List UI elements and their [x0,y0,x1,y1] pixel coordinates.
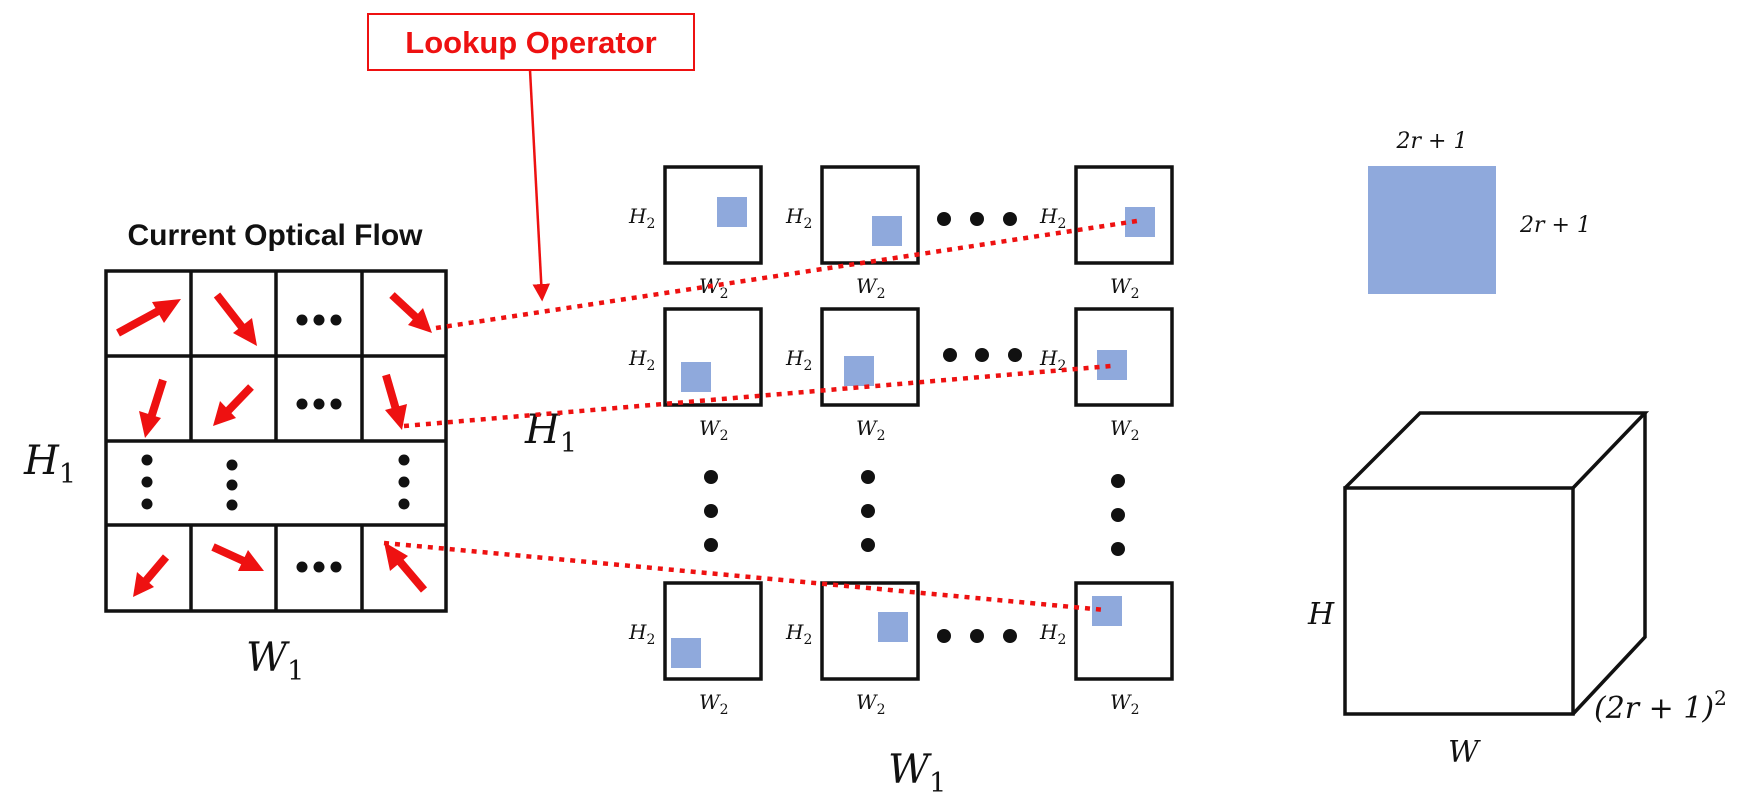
svg-text:H2: H2 [785,346,812,374]
volume-height-label: H [1307,597,1335,632]
optical-flow-grid: Current Optical Flow [23,219,448,687]
svg-text:H2: H2 [628,346,655,374]
svg-text:H2: H2 [1039,346,1066,374]
correlation-cell: H2 W2 [785,581,920,718]
svg-text:W2: W2 [1110,690,1139,718]
svg-text:H2: H2 [785,620,812,648]
lookup-connectors [383,218,1138,613]
lookup-patch [1125,207,1155,237]
patch-side-label: 2r + 1 [1519,213,1591,238]
flow-width-label: W1 [246,635,304,687]
patch-square [1368,166,1496,294]
lookup-patch [717,197,747,227]
flow-arrow-icon [116,299,181,337]
flow-arrow-icon [139,378,167,438]
correlation-ellipsis-dots [704,212,1125,643]
correlation-cell: H2 W2 [628,307,763,444]
flow-arrow-icon [211,543,264,571]
correlation-cell: H2 W2 [785,307,920,444]
correlation-width-label: W1 [888,747,946,799]
correlation-grid: H2 W2 H2 W2 H2 W2 H2 W2 H2 W2 [524,165,1174,799]
correlation-height-label: H1 [524,407,577,459]
svg-text:W2: W2 [699,274,728,302]
svg-text:W2: W2 [1110,416,1139,444]
svg-text:W2: W2 [699,690,728,718]
lookup-connector-line [383,540,1106,613]
patch-top-label: 2r + 1 [1396,129,1468,154]
lookup-patch [671,638,701,668]
lookup-patch [1097,350,1127,380]
correlation-cell: H2 W2 [628,581,763,718]
optical-flow-title: Current Optical Flow [127,219,423,252]
svg-text:H2: H2 [628,620,655,648]
correlation-cell: H2 W2 [1039,581,1174,718]
svg-text:W2: W2 [856,274,885,302]
svg-text:W2: W2 [1110,274,1139,302]
lookup-operator-label: Lookup Operator [367,13,695,71]
correlation-cell: H2 W2 [1039,307,1174,444]
lookup-patch [844,356,874,386]
correlation-volume-cube [1343,411,1650,716]
correlation-cell: H2 W2 [785,165,920,302]
flow-arrow-icon [213,384,254,426]
lookup-operator-box [367,13,695,71]
lookup-patch [878,612,908,642]
flow-arrow-icon [382,373,407,430]
lookup-operator-text: Lookup Operator [405,25,656,60]
svg-text:H2: H2 [785,204,812,232]
flow-height-label: H1 [23,438,76,490]
svg-text:W2: W2 [856,416,885,444]
lookup-pointer-arrow [528,69,551,302]
volume-width-label: W [1448,735,1481,770]
lookup-patch [681,362,711,392]
flow-arrow-icon [384,542,428,593]
svg-text:H2: H2 [1039,620,1066,648]
lookup-connector-line [435,218,1138,331]
cube-top-face [1343,411,1650,490]
svg-text:W2: W2 [699,416,728,444]
flow-ellipsis-dots [141,314,410,573]
volume-depth-label: (2r + 1)2 [1594,686,1727,726]
correlation-cell: H2 W2 [1039,165,1174,302]
flow-arrow-icon [133,554,170,597]
lookup-connector-line [403,363,1112,429]
cube-front-face [1343,486,1575,716]
lookup-patch [872,216,902,246]
cube-side-face [1571,413,1647,716]
svg-text:H2: H2 [1039,204,1066,232]
flow-arrow-icon [389,292,432,333]
flow-arrow-icon [213,292,257,346]
flow-arrows [116,292,432,597]
svg-text:H2: H2 [628,204,655,232]
patch-illustration: 2r + 1 2r + 1 [1368,129,1591,294]
svg-text:W2: W2 [856,690,885,718]
